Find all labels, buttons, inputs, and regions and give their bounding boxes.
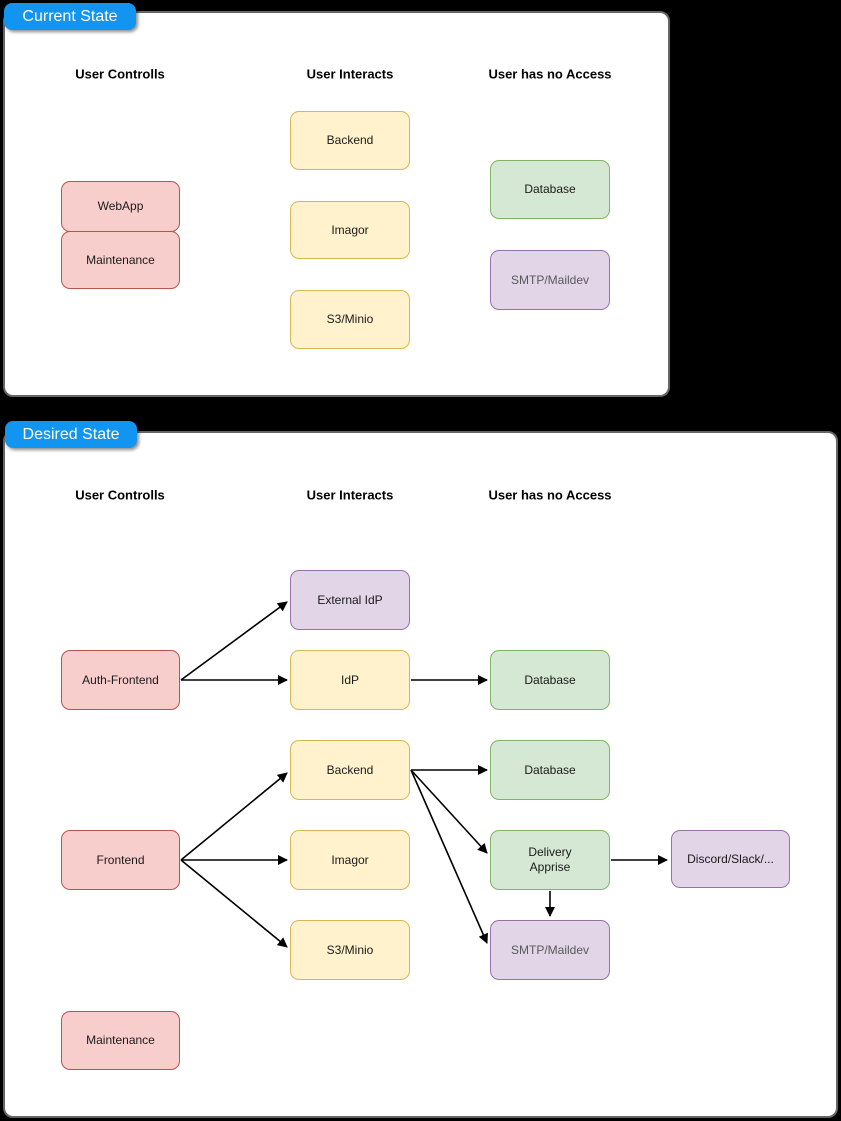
column-header-user-controlls: User Controlls (75, 66, 165, 82)
node-smtp-maildev: SMTP/Maildev (490, 250, 610, 310)
node-database: Database (490, 160, 610, 219)
column-header-user-has-no-access: User has no Access (488, 487, 612, 503)
node-s3-minio: S3/Minio (290, 290, 410, 349)
node-external-idp: External IdP (290, 570, 410, 630)
node-maintenance: Maintenance (61, 1011, 180, 1070)
column-header-user-interacts: User Interacts (306, 487, 394, 503)
node-webapp: WebApp (61, 181, 180, 232)
node-discord-slack: Discord/Slack/... (671, 830, 790, 888)
node-s3-minio: S3/Minio (290, 920, 410, 980)
node-frontend: Frontend (61, 830, 180, 890)
node-smtp-maildev: SMTP/Maildev (490, 920, 610, 980)
current-state-tab: Current State (4, 3, 136, 30)
node-auth-frontend: Auth-Frontend (61, 650, 180, 710)
desired-state-tab: Desired State (5, 421, 137, 448)
node-maintenance: Maintenance (61, 231, 180, 289)
column-header-user-has-no-access: User has no Access (488, 66, 612, 82)
node-database: Database (490, 740, 610, 800)
desired-state-tab-label: Desired State (22, 425, 120, 443)
current-state-tab-label: Current State (22, 7, 118, 25)
column-header-user-controlls: User Controlls (75, 487, 165, 503)
desired-state-panel: Desired State (3, 421, 838, 1118)
column-header-user-interacts: User Interacts (306, 66, 394, 82)
node-imagor: Imagor (290, 201, 410, 259)
node-database: Database (490, 650, 610, 710)
node-backend: Backend (290, 111, 410, 170)
node-imagor: Imagor (290, 830, 410, 890)
node-backend: Backend (290, 740, 410, 800)
node-delivery-apprise: Delivery Apprise (490, 830, 610, 890)
node-idp: IdP (290, 650, 410, 710)
